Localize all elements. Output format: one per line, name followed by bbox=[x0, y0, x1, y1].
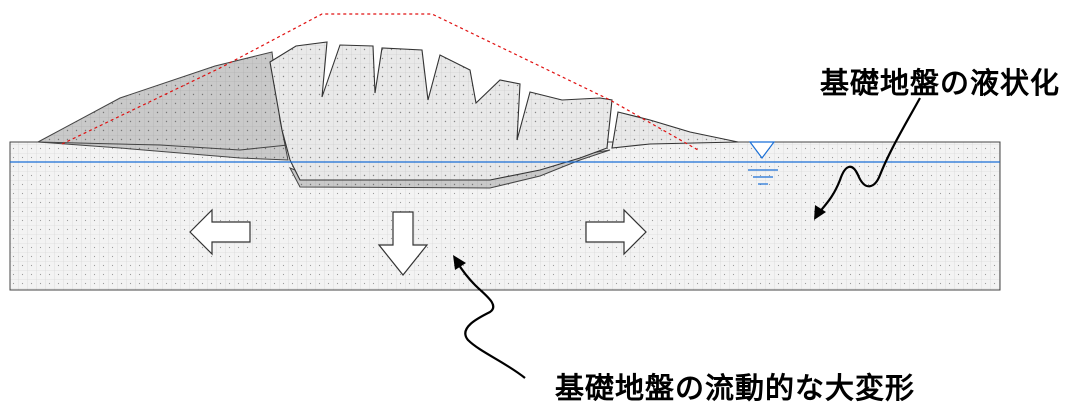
left-slope-slip-surface bbox=[37, 141, 289, 151]
leader-liquefaction bbox=[817, 97, 921, 215]
arrow-left-icon bbox=[189, 208, 251, 256]
leader-flow-arrowhead bbox=[453, 255, 466, 270]
left-slope-block bbox=[36, 51, 289, 161]
right-toe-block bbox=[611, 111, 739, 149]
leader-flow-deformation bbox=[456, 261, 526, 379]
arrow-right-icon bbox=[585, 208, 647, 256]
label-flow-deformation: 基礎地盤の流動的な大変形 bbox=[555, 371, 916, 405]
original-embankment-profile bbox=[61, 13, 699, 151]
label-liquefaction: 基礎地盤の液状化 bbox=[820, 66, 1061, 100]
arrow-down-icon bbox=[377, 211, 429, 276]
leader-liquefaction-arrowhead bbox=[814, 205, 826, 220]
water-level-icon bbox=[748, 141, 778, 185]
main-embankment-body bbox=[269, 41, 613, 181]
